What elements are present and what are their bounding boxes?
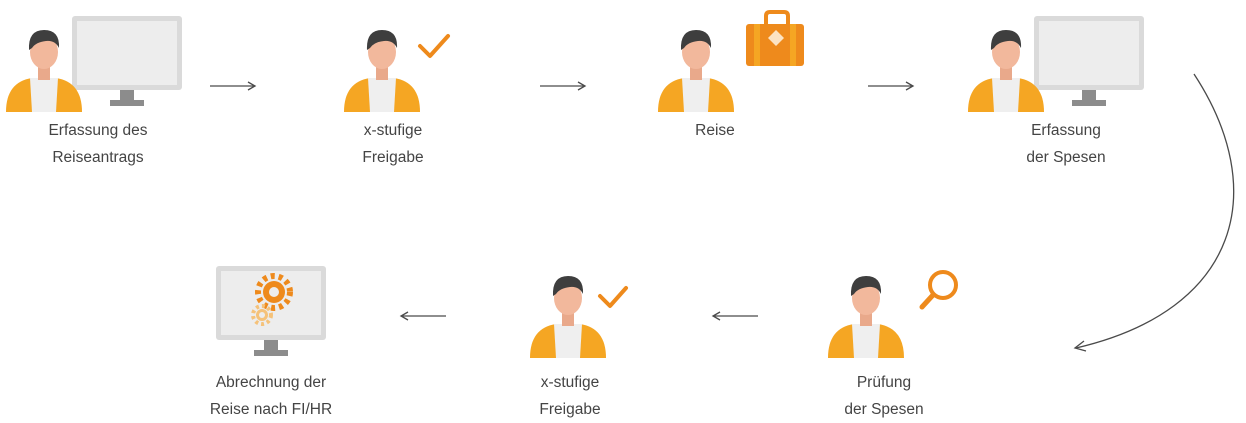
step-label-reise: Reise (605, 117, 825, 144)
monitor-icon (72, 16, 182, 106)
person-icon (658, 30, 734, 112)
person-icon (6, 30, 82, 112)
arrow-icon (711, 311, 758, 321)
checkmark-icon (418, 34, 450, 58)
step-label-line1: x-stufige (540, 374, 600, 391)
gears-icon (251, 273, 293, 326)
step-reise-icon (658, 10, 804, 112)
step-label-line1: Abrechnung der (215, 374, 327, 391)
step-erfassung-reiseantrag-icon (6, 16, 182, 112)
step-pruefung-spesen-icon (828, 270, 958, 358)
person-icon (530, 276, 606, 358)
step-label-line1: x-stufige (363, 122, 423, 139)
step-label-line2: Reiseantrags (52, 149, 144, 166)
step-label-line2: der Spesen (844, 401, 924, 418)
magnifier-icon (919, 270, 958, 310)
checkmark-icon (598, 286, 628, 308)
person-icon (828, 276, 904, 358)
step-label-line2: der Spesen (1026, 149, 1106, 166)
step-freigabe-1-icon (344, 30, 450, 112)
curved-arrow-icon (1073, 73, 1235, 352)
step-label-line1: Erfassung des (48, 122, 148, 139)
arrow-icon (399, 311, 446, 321)
step-label-line2: Reise nach FI/HR (209, 401, 333, 418)
step-label-freigabe-1: x-stufige Freigabe (283, 117, 503, 171)
person-icon (968, 30, 1044, 112)
step-label-erfassung-spesen: Erfassung der Spesen (956, 117, 1176, 171)
step-label-freigabe-2: x-stufige Freigabe (460, 369, 680, 423)
arrow-icon (210, 81, 257, 91)
step-label-line1: Prüfung (856, 374, 912, 391)
step-abrechnung-icon (216, 266, 326, 356)
step-label-line1: Reise (695, 122, 735, 139)
monitor-icon (216, 266, 326, 356)
step-freigabe-2-icon (530, 276, 628, 358)
suitcase-icon (746, 10, 804, 66)
step-label-line1: Erfassung (1031, 122, 1101, 139)
step-label-pruefung-spesen: Prüfung der Spesen (774, 369, 994, 423)
arrow-icon (868, 81, 915, 91)
step-label-line2: Freigabe (362, 149, 424, 166)
arrow-icon (540, 81, 587, 91)
step-label-erfassung-reiseantrag: Erfassung des Reiseantrags (0, 117, 208, 171)
step-erfassung-spesen-icon (968, 16, 1144, 112)
step-label-line2: Freigabe (539, 401, 601, 418)
step-label-abrechnung: Abrechnung der Reise nach FI/HR (161, 369, 381, 423)
monitor-icon (1034, 16, 1144, 106)
person-icon (344, 30, 420, 112)
